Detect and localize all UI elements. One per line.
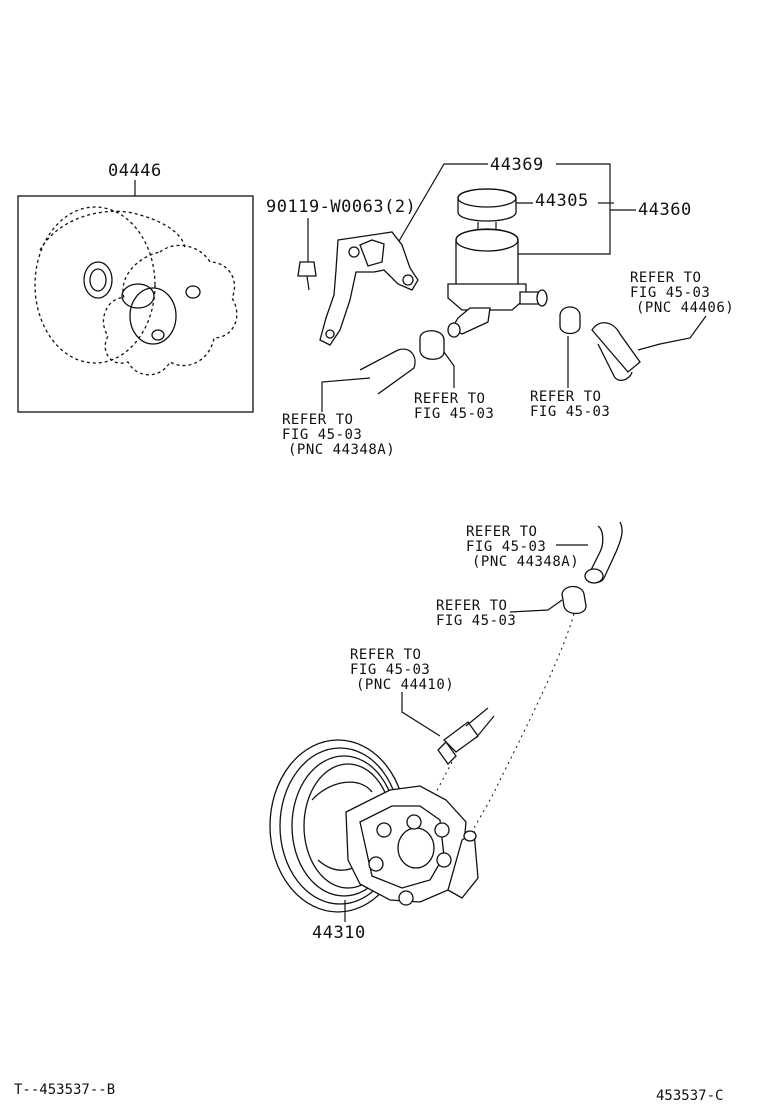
upper-hoses-group bbox=[321, 306, 707, 412]
ref-44406: REFER TO FIG 45-03 (PNC 44406) bbox=[630, 270, 734, 316]
hose-clamp-upper-left bbox=[419, 330, 445, 360]
part-number-44369[interactable]: 44369 bbox=[490, 155, 544, 175]
pump-bolt-1 bbox=[376, 822, 392, 838]
reservoir-outlet-bottom bbox=[451, 307, 491, 335]
ref-44406-line1[interactable]: REFER TO bbox=[630, 270, 701, 286]
ref-44410-line1[interactable]: REFER TO bbox=[350, 647, 421, 663]
ref-clamp-left-line1[interactable]: REFER TO bbox=[414, 391, 485, 407]
reservoir-group: 44305 44360 bbox=[447, 188, 692, 338]
hose-44406 bbox=[591, 322, 641, 373]
oil-seal-icon bbox=[83, 261, 113, 299]
part-number-44305[interactable]: 44305 bbox=[535, 191, 589, 211]
leader-clamp-upper-left bbox=[443, 351, 455, 388]
gasket-kit-illustration bbox=[34, 206, 238, 376]
power-steering-pump: 44310 bbox=[269, 739, 479, 943]
part-number-90119[interactable]: 90119-W0063(2) bbox=[266, 197, 416, 217]
leader-44348a-upper bbox=[321, 377, 371, 412]
footer-left-code: T--453537--B bbox=[14, 1082, 115, 1098]
part-number-04446[interactable]: 04446 bbox=[108, 161, 162, 181]
leader-44369 bbox=[394, 163, 488, 249]
ref-clamp-right-line1[interactable]: REFER TO bbox=[530, 389, 601, 405]
gasket-kit-group: 04446 bbox=[17, 161, 254, 413]
leader-44410 bbox=[401, 692, 441, 737]
lower-hoses-group bbox=[401, 521, 623, 841]
ref-44410-line2[interactable]: FIG 45-03 bbox=[350, 662, 430, 678]
ref-44348a-bottom: REFER TO FIG 45-03 (PNC 44348A) bbox=[466, 524, 579, 570]
ref-44410-line3[interactable]: (PNC 44410) bbox=[356, 677, 454, 693]
leader-44369-to-44360 bbox=[518, 163, 611, 255]
pump-bolt-3 bbox=[434, 822, 450, 838]
ref-clamp-left: REFER TO FIG 45-03 bbox=[414, 391, 494, 422]
reservoir-bracket bbox=[319, 231, 419, 346]
connection-dash-pressure bbox=[431, 761, 453, 801]
footer-right-code: 453537-C bbox=[656, 1088, 723, 1104]
ref-44348a-bottom-line2[interactable]: FIG 45-03 bbox=[466, 539, 546, 555]
ref-44348a-top-line3[interactable]: (PNC 44348A) bbox=[288, 442, 395, 458]
ref-44348a-top-line2[interactable]: FIG 45-03 bbox=[282, 427, 362, 443]
pump-bolt-6 bbox=[398, 890, 414, 906]
part-number-44360[interactable]: 44360 bbox=[638, 200, 692, 220]
ref-44348a-bottom-line1[interactable]: REFER TO bbox=[466, 524, 537, 540]
gasket-kit-frame bbox=[17, 195, 254, 413]
hose-clamp-lower bbox=[561, 585, 587, 615]
ref-44410: REFER TO FIG 45-03 (PNC 44410) bbox=[350, 647, 454, 693]
part-number-44310[interactable]: 44310 bbox=[312, 923, 366, 943]
ref-clamp-bottom-line2[interactable]: FIG 45-03 bbox=[436, 613, 516, 629]
ref-44406-line2[interactable]: FIG 45-03 bbox=[630, 285, 710, 301]
ref-44348a-top: REFER TO FIG 45-03 (PNC 44348A) bbox=[282, 412, 395, 458]
ref-clamp-bottom-line1[interactable]: REFER TO bbox=[436, 598, 507, 614]
hose-44348a-upper bbox=[359, 348, 416, 395]
hose-clamp-upper-right bbox=[559, 306, 581, 335]
bolt-icon bbox=[297, 261, 317, 291]
bracket-group: 44369 90119-W0063(2) bbox=[266, 155, 611, 346]
ref-clamp-right: REFER TO FIG 45-03 bbox=[530, 389, 610, 420]
ref-44348a-top-line1[interactable]: REFER TO bbox=[282, 412, 353, 428]
ref-clamp-bottom: REFER TO FIG 45-03 bbox=[436, 598, 516, 629]
pump-bolt-2 bbox=[406, 814, 422, 830]
pump-bolt-4 bbox=[368, 856, 384, 872]
leader-clamp-lower bbox=[509, 599, 563, 613]
connection-dash-return bbox=[467, 613, 575, 841]
ref-44406-line3[interactable]: (PNC 44406) bbox=[636, 300, 734, 316]
leader-44406 bbox=[637, 315, 707, 351]
ref-clamp-left-line2[interactable]: FIG 45-03 bbox=[414, 406, 494, 422]
pump-bolt-5 bbox=[436, 852, 452, 868]
ref-clamp-right-line2[interactable]: FIG 45-03 bbox=[530, 404, 610, 420]
pump-housing bbox=[345, 785, 467, 903]
ref-44348a-bottom-line3[interactable]: (PNC 44348A) bbox=[472, 554, 579, 570]
